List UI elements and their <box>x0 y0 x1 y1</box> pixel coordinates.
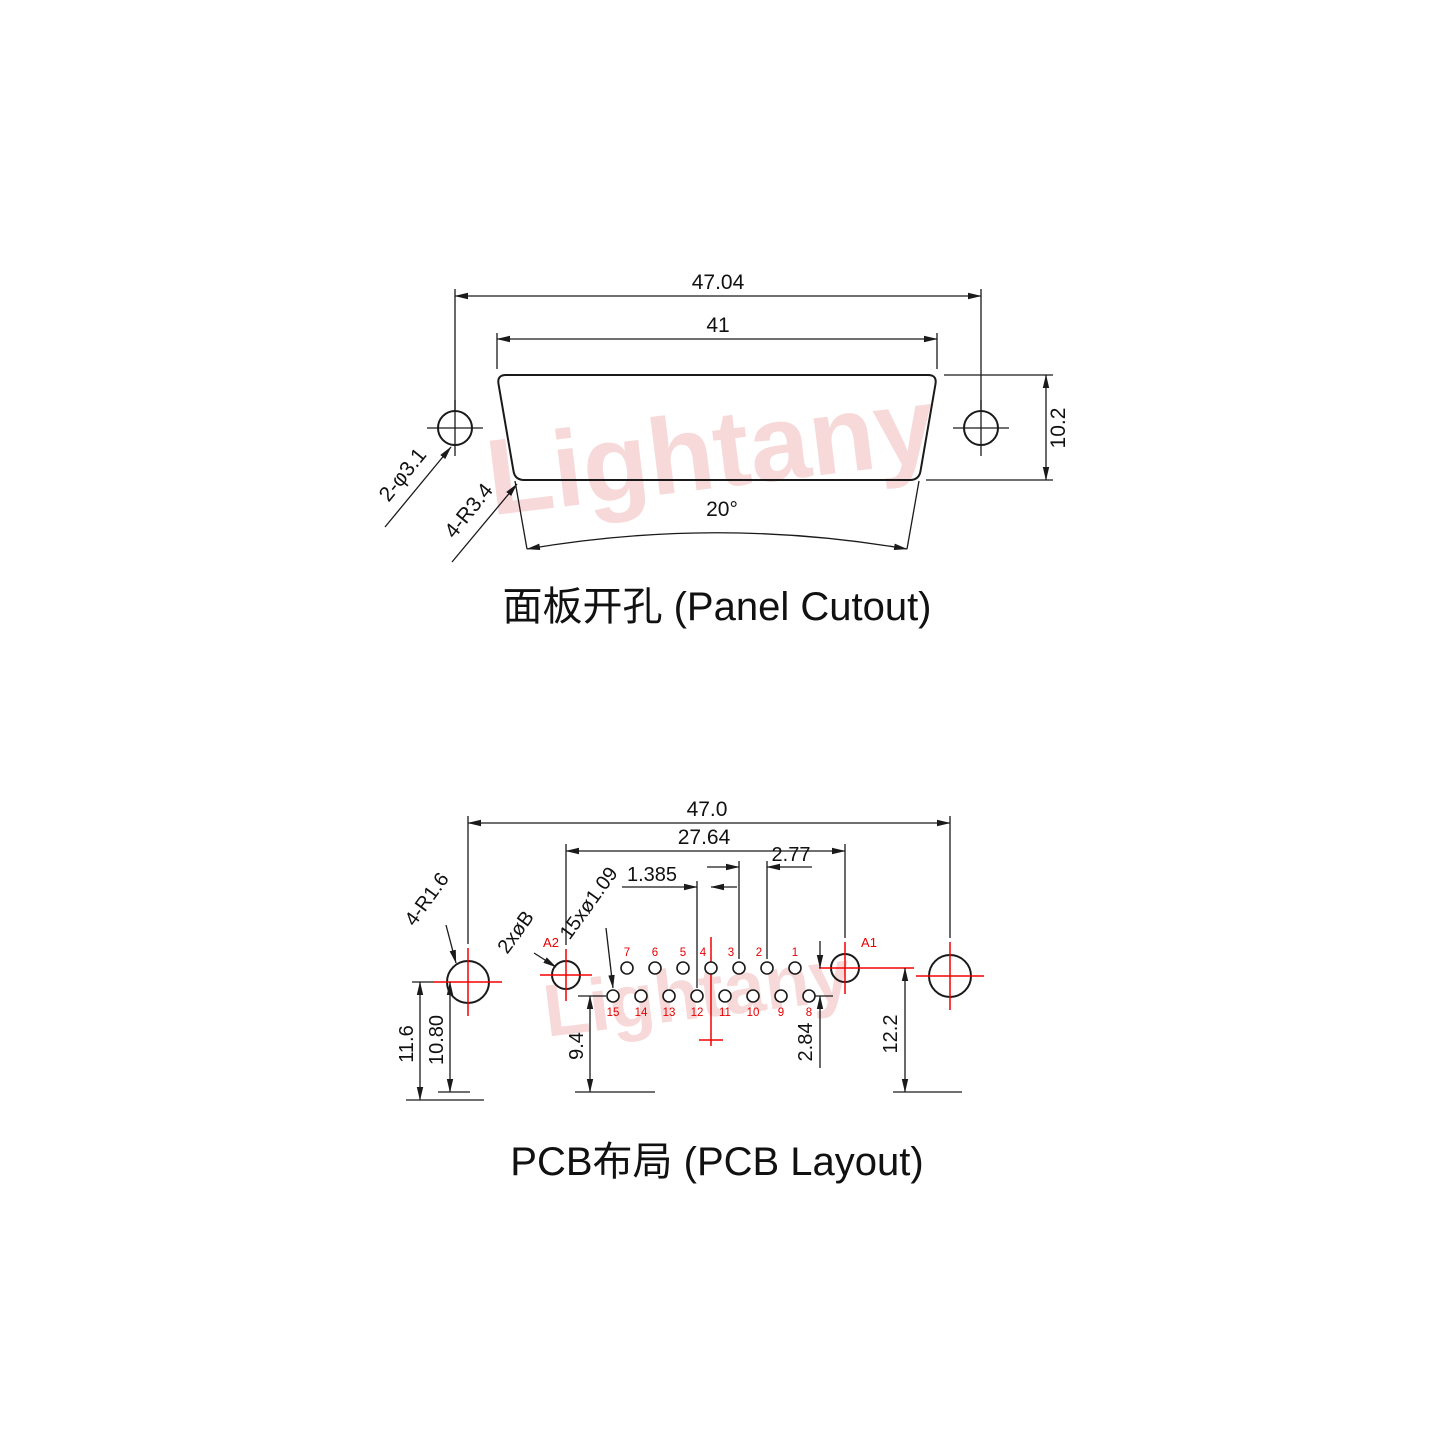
dim-right-label: 12.2 <box>880 1015 902 1054</box>
dim-1-385: 1.385 <box>622 864 737 988</box>
dim-width-outer-label: 47.04 <box>692 271 745 294</box>
leader-line <box>445 924 457 964</box>
angle-arc <box>526 532 908 550</box>
pin-number-label: 14 <box>635 1007 648 1019</box>
panel-cutout-outline <box>497 374 937 481</box>
pcb-mounting-hole-left <box>434 948 502 1016</box>
label-a1: A1 <box>861 935 877 950</box>
pcb-view-title: PCB布局 (PCB Layout) <box>510 1140 923 1184</box>
dim-11-6: 11.6 <box>396 981 484 1101</box>
dim-47-0: 47.0 <box>467 798 951 944</box>
pin-number-label: 8 <box>806 1007 812 1019</box>
pin-hole <box>802 989 816 1003</box>
pin-number-label: 2 <box>756 947 762 959</box>
pin-number-label: 6 <box>652 947 658 959</box>
dim-width-inner-label: 41 <box>706 314 729 337</box>
dim-row-gap-label: 2.84 <box>795 1023 817 1062</box>
pin-hole <box>676 961 690 975</box>
pin-hole <box>774 989 788 1003</box>
dim-pitch-label: 2.77 <box>772 844 811 866</box>
leader-line <box>533 952 557 968</box>
pin-hole <box>760 961 774 975</box>
pin-number-label: 7 <box>624 947 630 959</box>
dim-10-80: 10.80 <box>426 981 470 1093</box>
pin-hole <box>620 961 634 975</box>
pin-field: 7 6 5 4 3 2 1 15 14 13 12 11 10 9 8 <box>606 947 816 1019</box>
leader-line <box>605 927 615 989</box>
pin-number-label: 3 <box>728 947 734 959</box>
dim-10-2: 10.2 <box>926 374 1070 481</box>
pin-number-label: 1 <box>792 947 798 959</box>
label-corner: 4-R1.6 <box>401 869 454 930</box>
leader-line <box>451 483 518 563</box>
dim-9-4: 9.4 <box>566 995 655 1093</box>
dim-angle-20: 20° <box>514 480 920 550</box>
contact-a2: A2 <box>540 935 592 1001</box>
panel-view-title: 面板开孔 (Panel Cutout) <box>502 585 931 629</box>
pin-hole <box>648 961 662 975</box>
dim-12-2: 12.2 <box>880 967 962 1093</box>
pin-number-label: 5 <box>680 947 686 959</box>
dim-47-04: 47.04 <box>454 271 982 412</box>
dim-width-outer-label: 47.0 <box>687 798 728 821</box>
pin-hole <box>662 989 676 1003</box>
dim-angle-label: 20° <box>706 498 738 521</box>
ext-line <box>906 480 920 550</box>
label-holes: 2-φ3.1 <box>375 444 432 506</box>
pin-hole <box>718 989 732 1003</box>
label-a2: A2 <box>543 935 559 950</box>
label-big-holes: 2xøB <box>494 907 539 958</box>
dim-41: 41 <box>496 314 938 369</box>
pin-hole <box>704 961 718 975</box>
pin-hole <box>690 989 704 1003</box>
dim-left-outer-label: 11.6 <box>396 1025 418 1062</box>
dim-27-64: 27.64 <box>565 826 846 945</box>
pin-number-label: 4 <box>700 947 707 959</box>
pin-hole <box>732 961 746 975</box>
dim-height-label: 10.2 <box>1047 408 1070 449</box>
contact-a1: A1 <box>819 935 914 994</box>
pin-hole <box>634 989 648 1003</box>
pcb-mounting-hole-right <box>916 942 984 1010</box>
pin-number-label: 13 <box>663 1007 676 1019</box>
dim-span-big-label: 27.64 <box>678 826 731 849</box>
pin-number-label: 11 <box>719 1007 731 1019</box>
leader-corner-radius: 4-R1.6 <box>401 869 457 964</box>
pin-hole <box>746 989 760 1003</box>
leader-holes: 2-φ3.1 <box>375 444 452 528</box>
leader-line <box>384 446 452 528</box>
pin-number-label: 12 <box>691 1007 704 1019</box>
pin-hole <box>606 989 620 1003</box>
mounting-hole-right <box>953 400 1009 456</box>
dim-row-drop-label: 9.4 <box>566 1032 588 1060</box>
mounting-hole-left <box>427 400 483 456</box>
pin-number-label: 10 <box>747 1007 760 1019</box>
dim-left-inner-label: 10.80 <box>426 1015 448 1065</box>
label-corner: 4-R3.4 <box>440 479 498 543</box>
dim-2-77: 2.77 <box>707 844 812 959</box>
dim-half-pitch-label: 1.385 <box>627 864 677 886</box>
pin-number-label: 15 <box>607 1007 620 1019</box>
pin-number-label: 9 <box>778 1007 784 1019</box>
dim-2-84: 2.84 <box>795 941 833 1068</box>
pin-hole <box>788 961 802 975</box>
